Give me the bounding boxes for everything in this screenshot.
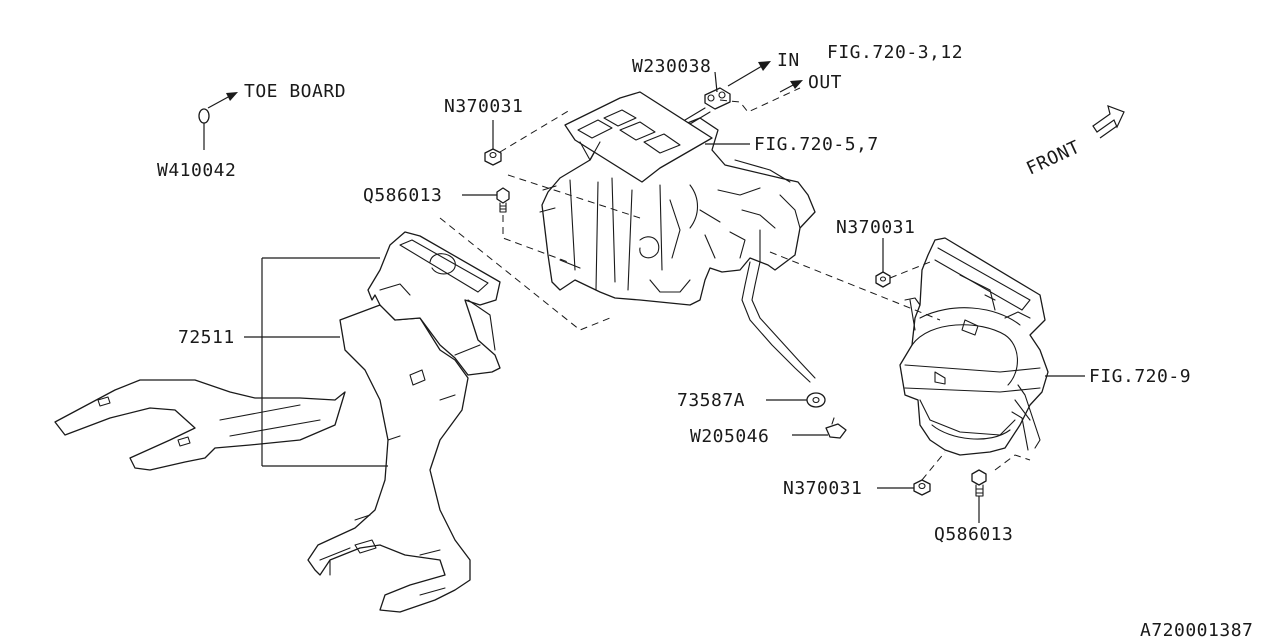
front-arrow-icon	[1092, 105, 1125, 139]
label-w410042[interactable]: W410042	[157, 160, 236, 181]
label-w230038[interactable]: W230038	[632, 56, 711, 77]
heater-unit-part	[539, 91, 816, 383]
label-in: IN	[777, 50, 800, 71]
bolt-left-part	[496, 187, 510, 213]
blower-unit-part	[899, 237, 1049, 456]
label-front: FRONT	[1023, 137, 1083, 180]
nut-top-part	[484, 148, 502, 166]
label-fig720-5-7[interactable]: FIG.720-5,7	[754, 134, 879, 155]
bolt-bottom-part	[971, 469, 987, 497]
label-w205046[interactable]: W205046	[690, 426, 769, 447]
nut-bottom-part	[913, 479, 931, 496]
label-n370031-bottom[interactable]: N370031	[783, 478, 862, 499]
diagram-id: A720001387	[1140, 620, 1253, 640]
nut-right-part	[875, 271, 891, 288]
label-q586013-left[interactable]: Q586013	[363, 185, 442, 206]
label-73587a[interactable]: 73587A	[677, 390, 745, 411]
label-out: OUT	[808, 72, 842, 93]
floor-duct-part	[54, 231, 501, 613]
clip-part	[825, 417, 847, 439]
toe-board-clip-part	[198, 108, 210, 124]
leader-lines	[203, 61, 1085, 523]
label-fig720-9[interactable]: FIG.720-9	[1089, 366, 1191, 387]
label-n370031-right[interactable]: N370031	[836, 217, 915, 238]
label-72511[interactable]: 72511	[178, 327, 235, 348]
label-n370031-top[interactable]: N370031	[444, 96, 523, 117]
label-fig720-3-12[interactable]: FIG.720-3,12	[827, 42, 963, 63]
grommet-part	[704, 87, 731, 110]
label-toe-board[interactable]: TOE BOARD	[244, 81, 346, 102]
label-q586013-bottom[interactable]: Q586013	[934, 524, 1013, 545]
assembly-lines	[439, 87, 1031, 481]
drain-grommet-part	[806, 392, 826, 408]
